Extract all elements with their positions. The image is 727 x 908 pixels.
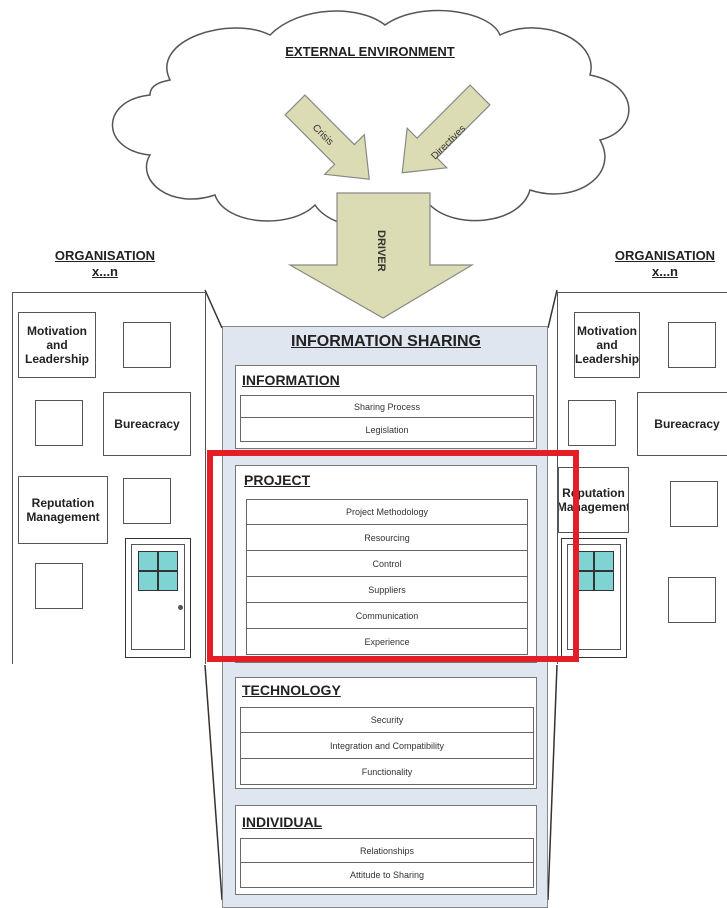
left-motivation-box: Motivation and Leadership — [18, 312, 96, 378]
right-org-subtitle: x...n — [651, 264, 678, 279]
crisis-arrow — [284, 94, 370, 180]
left-window — [138, 551, 178, 591]
left-org-building: Motivation and Leadership Bureacracy Rep… — [12, 292, 206, 664]
list-item: Functionality — [240, 759, 534, 785]
driver-arrow — [287, 192, 475, 319]
right-reputation-box: Reputation Management — [558, 467, 629, 533]
list-item: Experience — [246, 629, 528, 655]
list-item: Relationships — [240, 838, 534, 863]
individual-section: INDIVIDUAL Relationships Attitude to Sha… — [235, 805, 537, 895]
list-item: Security — [240, 707, 534, 733]
left-empty-box-4 — [35, 563, 83, 609]
right-empty-box-4 — [668, 577, 716, 623]
list-item: Integration and Compatibility — [240, 733, 534, 759]
project-section-title: PROJECT — [244, 472, 311, 488]
left-org-title: ORGANISATION — [54, 248, 156, 263]
list-item: Project Methodology — [246, 499, 528, 525]
technology-section-title: TECHNOLOGY — [242, 682, 341, 698]
information-section: INFORMATION Sharing Process Legislation — [235, 365, 537, 449]
right-org-building: Motivation and Leadership Bureacracy Rep… — [557, 292, 727, 664]
left-door — [125, 538, 191, 658]
left-empty-box-3 — [123, 478, 171, 524]
list-item: Suppliers — [246, 577, 528, 603]
project-section: PROJECT Project Methodology Resourcing C… — [235, 465, 537, 663]
left-reputation-box: Reputation Management — [18, 476, 108, 544]
information-section-title: INFORMATION — [242, 372, 340, 388]
left-door-knob — [178, 605, 183, 610]
list-item: Control — [246, 551, 528, 577]
right-bureaucracy-box: Bureacracy — [637, 392, 727, 456]
information-sharing-title: INFORMATION SHARING — [291, 333, 481, 350]
directives-arrow — [401, 84, 491, 174]
right-empty-box-2 — [568, 400, 616, 446]
cloud-shape — [111, 9, 630, 229]
list-item: Attitude to Sharing — [240, 863, 534, 888]
external-environment-title: EXTERNAL ENVIRONMENT — [285, 44, 455, 59]
list-item: Communication — [246, 603, 528, 629]
list-item: Legislation — [240, 418, 534, 442]
left-bureaucracy-box: Bureacracy — [103, 392, 191, 456]
right-door — [561, 538, 627, 658]
list-item: Resourcing — [246, 525, 528, 551]
perspective-lines — [204, 289, 558, 901]
individual-section-title: INDIVIDUAL — [242, 814, 323, 830]
list-item: Sharing Process — [240, 395, 534, 418]
right-org-title: ORGANISATION — [614, 248, 716, 263]
right-motivation-box: Motivation and Leadership — [574, 312, 640, 378]
right-empty-box-1 — [668, 322, 716, 368]
driver-label: DRIVER — [375, 230, 387, 272]
left-empty-box-2 — [35, 400, 83, 446]
technology-section: TECHNOLOGY Security Integration and Comp… — [235, 677, 537, 789]
left-org-subtitle: x...n — [91, 264, 118, 279]
information-sharing-panel: INFORMATION SHARING INFORMATION Sharing … — [222, 326, 548, 908]
right-window — [574, 551, 614, 591]
right-empty-box-3 — [670, 481, 718, 527]
left-empty-box-1 — [123, 322, 171, 368]
